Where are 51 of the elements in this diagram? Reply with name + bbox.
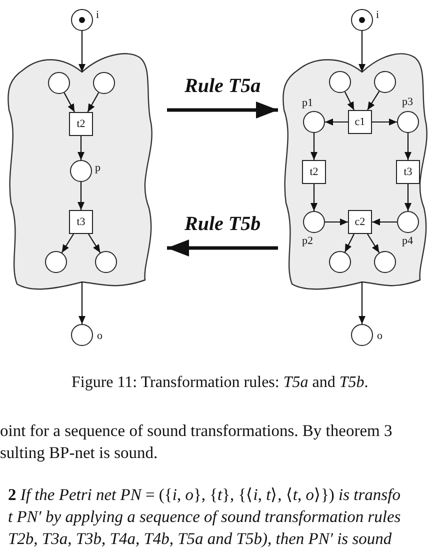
- arrow: [358, 31, 366, 72]
- arrow: [372, 118, 397, 126]
- transition-box: c1: [348, 110, 372, 134]
- place-label: p4: [402, 236, 413, 247]
- marked-place-circle: [71, 9, 93, 31]
- place-label: o: [377, 331, 382, 342]
- figure-caption: Figure 11: Transformation rules: T5a and T5b.: [72, 374, 368, 392]
- transition-box: t3: [69, 210, 93, 234]
- body-text: oint for a sequence of sound transformations. By theorem 3: [0, 422, 392, 440]
- place-label: i: [96, 10, 100, 21]
- arrow: [78, 31, 86, 72]
- arrow: [367, 91, 380, 110]
- place-circle: [71, 324, 93, 346]
- arrow: [404, 184, 412, 211]
- place-label: p: [95, 163, 100, 174]
- arrow: [372, 218, 397, 226]
- rule-arrow: [167, 102, 278, 118]
- arrow: [404, 133, 412, 160]
- arrow: [310, 133, 318, 160]
- place-circle: [351, 324, 373, 346]
- transition-box: t2: [69, 112, 93, 136]
- body-text: 2 If the Petri net PN = ({i, o}, {t}, {⟨i, t⟩, ⟨t, o⟩}) is transfo: [8, 486, 400, 504]
- arrow: [367, 234, 380, 253]
- place-label: p2: [302, 236, 313, 247]
- arrow: [61, 234, 74, 253]
- arrow: [325, 218, 348, 226]
- arrow: [344, 92, 354, 110]
- place-label: p3: [402, 97, 413, 108]
- body-text: sulting BP-net is sound.: [0, 444, 158, 462]
- transition-box: t3: [396, 160, 420, 184]
- arrow: [358, 282, 366, 324]
- arrow: [78, 182, 84, 210]
- rule-arrow: [167, 240, 278, 256]
- place-label: o: [97, 331, 102, 342]
- arrow: [310, 184, 318, 211]
- arrow: [344, 234, 354, 252]
- transition-box: t2: [302, 160, 326, 184]
- arrow: [88, 234, 101, 253]
- edge-label: Rule T5a: [184, 76, 261, 96]
- arrow: [87, 92, 100, 112]
- arrow: [325, 118, 348, 126]
- edge-label: Rule T5b: [184, 214, 261, 234]
- body-text: t PN′ by applying a sequence of sound transformation rules: [8, 508, 401, 526]
- marked-place-circle: [351, 9, 373, 31]
- body-text: T2b, T3a, T3b, T4a, T4b, T5a and T5b), then PN′ is sound: [8, 530, 392, 548]
- place-label: i: [376, 10, 380, 21]
- arrow: [78, 282, 86, 324]
- place-label: p1: [302, 98, 313, 109]
- arrow: [64, 92, 76, 112]
- arrow: [78, 136, 84, 160]
- transition-box: c2: [348, 210, 372, 234]
